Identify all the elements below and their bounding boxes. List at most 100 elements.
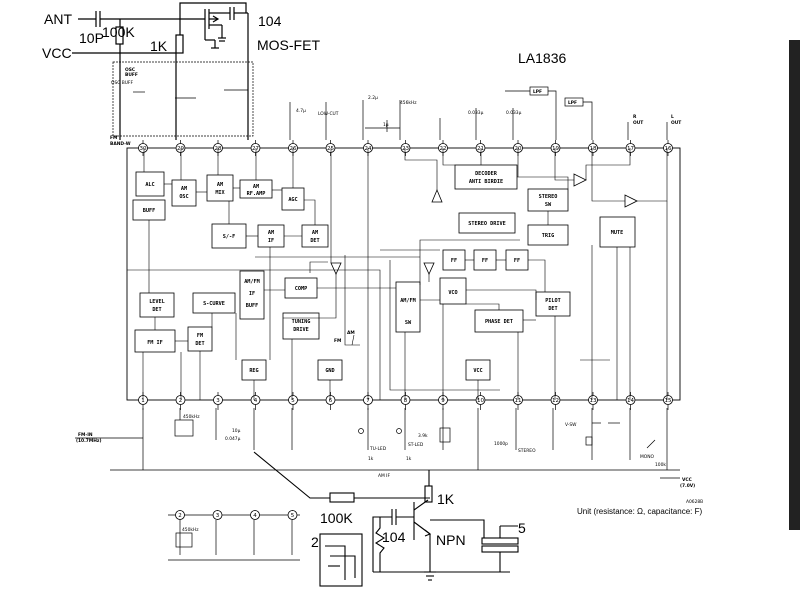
- top-pin-19: [550, 143, 561, 153]
- block-level-det: [139, 292, 175, 318]
- scan-edge: [789, 40, 800, 530]
- top-pin-label-19: 19: [552, 146, 559, 152]
- bottom-pin-label-3: 3: [216, 398, 220, 404]
- block-pilot: [535, 291, 571, 317]
- part-oscbuf: OSC BUFF: [111, 80, 133, 86]
- block-am-osc-label: AM: [181, 186, 187, 192]
- bottom-pin-label-15: 15: [665, 398, 672, 404]
- block-ff2-label: FF: [482, 258, 488, 264]
- res-1k-bottom-label: 1K: [437, 491, 455, 507]
- top-pin-label-16: 16: [665, 146, 672, 152]
- block-am-mix: [206, 174, 234, 202]
- part-r100k: 100k: [655, 462, 666, 468]
- top-pin-18: [588, 143, 598, 153]
- bottom-pin-label-9: 9: [441, 398, 445, 404]
- block-comp-label: COMP: [295, 286, 308, 292]
- part-r1k-b: 1k: [406, 456, 412, 462]
- bottom-pin-12: [550, 395, 561, 405]
- block-fm-det-label2: DET: [195, 341, 204, 347]
- block-vco: [439, 277, 467, 305]
- bottom-pin-label-13: 13: [590, 398, 597, 404]
- top-pin-label-23: 23: [402, 146, 409, 152]
- internal-wiring: [127, 148, 668, 400]
- block-vco-label: VCO: [448, 290, 457, 296]
- inset-pin-label-4: 4: [253, 513, 257, 519]
- block-level-det-label: LEVEL: [149, 299, 165, 305]
- block-tuning: [282, 312, 320, 340]
- bottom-pin-label-7: 7: [366, 398, 370, 404]
- block-alc-label: ALC: [145, 182, 154, 188]
- block-am-det-label: AM: [312, 230, 318, 236]
- chip-title: LA1836: [518, 50, 566, 66]
- block-amfm-sw-label2: SW: [405, 320, 412, 326]
- block-amfm-if-label: AM/FM: [244, 279, 260, 285]
- block-trig-label: TRIG: [542, 233, 555, 239]
- npn-label: NPN: [436, 532, 466, 548]
- top-pin-27: [250, 143, 261, 153]
- bottom-pin-label-6: 6: [329, 398, 333, 404]
- bottom-pin-label-1: 1: [141, 398, 145, 404]
- inset-pin-label-3: 3: [216, 513, 220, 519]
- part-tu-led: TU-LED: [369, 446, 387, 452]
- bottom-pin-6: [325, 395, 336, 405]
- l-out-label: L: [671, 114, 674, 120]
- l-out-label2: OUT: [671, 120, 681, 126]
- block-s-curve: [192, 292, 236, 314]
- part-f450b: 450kHz: [182, 527, 199, 533]
- internal-blocks: [132, 164, 636, 381]
- block-am-osc-label2: OSC: [179, 194, 188, 200]
- bottom-pin-label-2: 2: [179, 398, 183, 404]
- block-sd: [211, 223, 247, 249]
- bottom-pin-label-5: 5: [291, 398, 295, 404]
- bottom-pin-label-11: 11: [515, 398, 522, 404]
- part-vsw: V-SW: [565, 422, 577, 428]
- bottom-pin-3: [213, 395, 223, 405]
- top-pin-25: [325, 143, 336, 153]
- vcc-note-label2: (7.0V): [680, 483, 695, 489]
- bottom-pin-2: [175, 395, 186, 405]
- block-tuning-label2: DRIVE: [293, 327, 309, 333]
- part-stereo: STEREO: [518, 448, 536, 454]
- fm-switch-label: FM: [334, 338, 341, 344]
- part-c1u: 1μ: [383, 122, 389, 128]
- bottom-external: [75, 408, 680, 479]
- cap-10p-label: 10P: [79, 30, 104, 46]
- inset-pin-5: [287, 510, 298, 520]
- top-external: [112, 61, 668, 140]
- unit-note: Unit (resistance: Ω, capacitance: F): [577, 507, 702, 516]
- block-buff-label: BUFF: [143, 208, 156, 214]
- top-pin-label-17: 17: [627, 146, 634, 152]
- res-1k-top-label: 1K: [150, 38, 168, 54]
- part-st-led: ST-LED: [408, 442, 424, 448]
- block-gnd-label: GND: [325, 368, 334, 374]
- annotation-labels: ANT 10P 100K 1K VCC 104 MOS-FET LA1836 1…: [42, 11, 702, 550]
- bottom-pin-label-4: 4: [254, 398, 258, 404]
- part-c10u: 10μ: [232, 428, 241, 434]
- part-c0047: 0.047μ: [225, 436, 241, 442]
- top-pin-17: [625, 143, 636, 153]
- block-decoder-label2: ANTI BIRDIE: [469, 179, 503, 185]
- block-amfm-if-label2: IF: [249, 291, 255, 297]
- addon-circuit: [253, 451, 519, 587]
- block-stereo-sw-label2: SW: [545, 202, 552, 208]
- bottom-pin-14: [625, 395, 636, 405]
- block-am-rfamp-label2: RF.AMP: [247, 191, 266, 197]
- block-amfm-sw: [395, 281, 421, 333]
- block-s-curve-label: S-CURVE: [203, 301, 225, 307]
- bottom-pin-8: [400, 395, 411, 405]
- bottom-pin-label-10: 10: [477, 398, 484, 404]
- bottom-pin-4: [250, 395, 261, 405]
- part-lowcut: LOW-CUT: [318, 111, 339, 117]
- part-c47u: 4.7μ: [296, 108, 306, 114]
- block-am-if-label2: IF: [268, 238, 274, 244]
- block-stereo-drive-label: STEREO DRIVE: [468, 221, 505, 227]
- block-amfm-if: [239, 270, 265, 320]
- top-pin-label-30: 30: [140, 146, 147, 152]
- part-c22u: 2.2μ: [368, 95, 378, 101]
- part-code: A0628B: [686, 499, 703, 505]
- bottom-pin-label-14: 14: [627, 398, 634, 404]
- vcc-label: VCC: [42, 45, 72, 61]
- block-am-det-label2: DET: [310, 238, 319, 244]
- label-2: 2: [311, 534, 319, 550]
